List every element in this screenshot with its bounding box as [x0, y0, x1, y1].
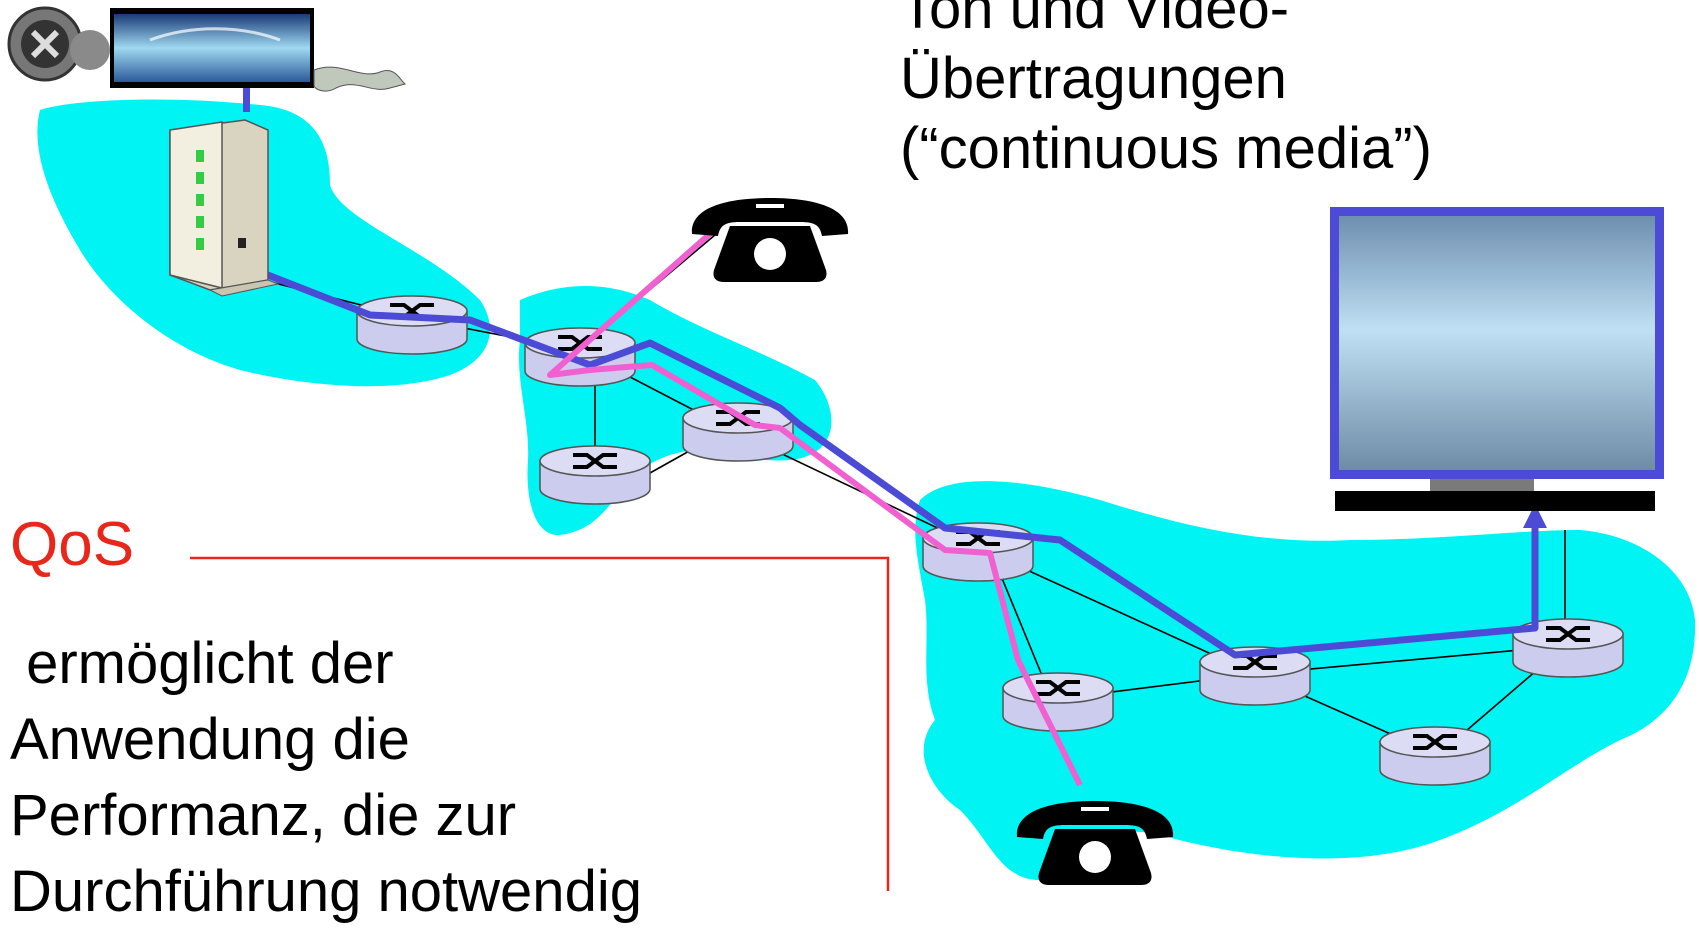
- qos-label: QoS: [10, 510, 135, 579]
- description-line: Performanz, die zur: [10, 783, 517, 848]
- heading-line: Ton und Video-: [900, 0, 1290, 41]
- telephone-icon: [691, 198, 849, 282]
- heading-line: (“continuous media”): [900, 116, 1432, 181]
- description-line: ermöglicht der: [10, 631, 394, 696]
- arrow-up-icon: [1523, 504, 1547, 528]
- heading-line: Übertragungen: [900, 46, 1287, 111]
- qos-description: ermöglicht der Anwendung die Performanz,…: [10, 626, 642, 930]
- media-server-icon: [169, 80, 280, 297]
- description-line: Durchführung notwendig: [10, 859, 642, 924]
- router-icon: [1001, 671, 1115, 733]
- router-icon: [355, 294, 469, 356]
- video-stream-path: [253, 266, 1539, 659]
- qos-bracket-line: [190, 556, 890, 891]
- voice-call-path: [547, 229, 1083, 787]
- heading-text: Ton und Video- Übertragungen (“continuou…: [900, 0, 1432, 184]
- router-icon: [538, 444, 652, 506]
- film-reel-icon: [7, 6, 407, 92]
- monitor-icon: [1330, 207, 1664, 511]
- router-icon: [1378, 725, 1492, 787]
- network-diagram: [7, 6, 1696, 891]
- description-line: Anwendung die: [10, 707, 410, 772]
